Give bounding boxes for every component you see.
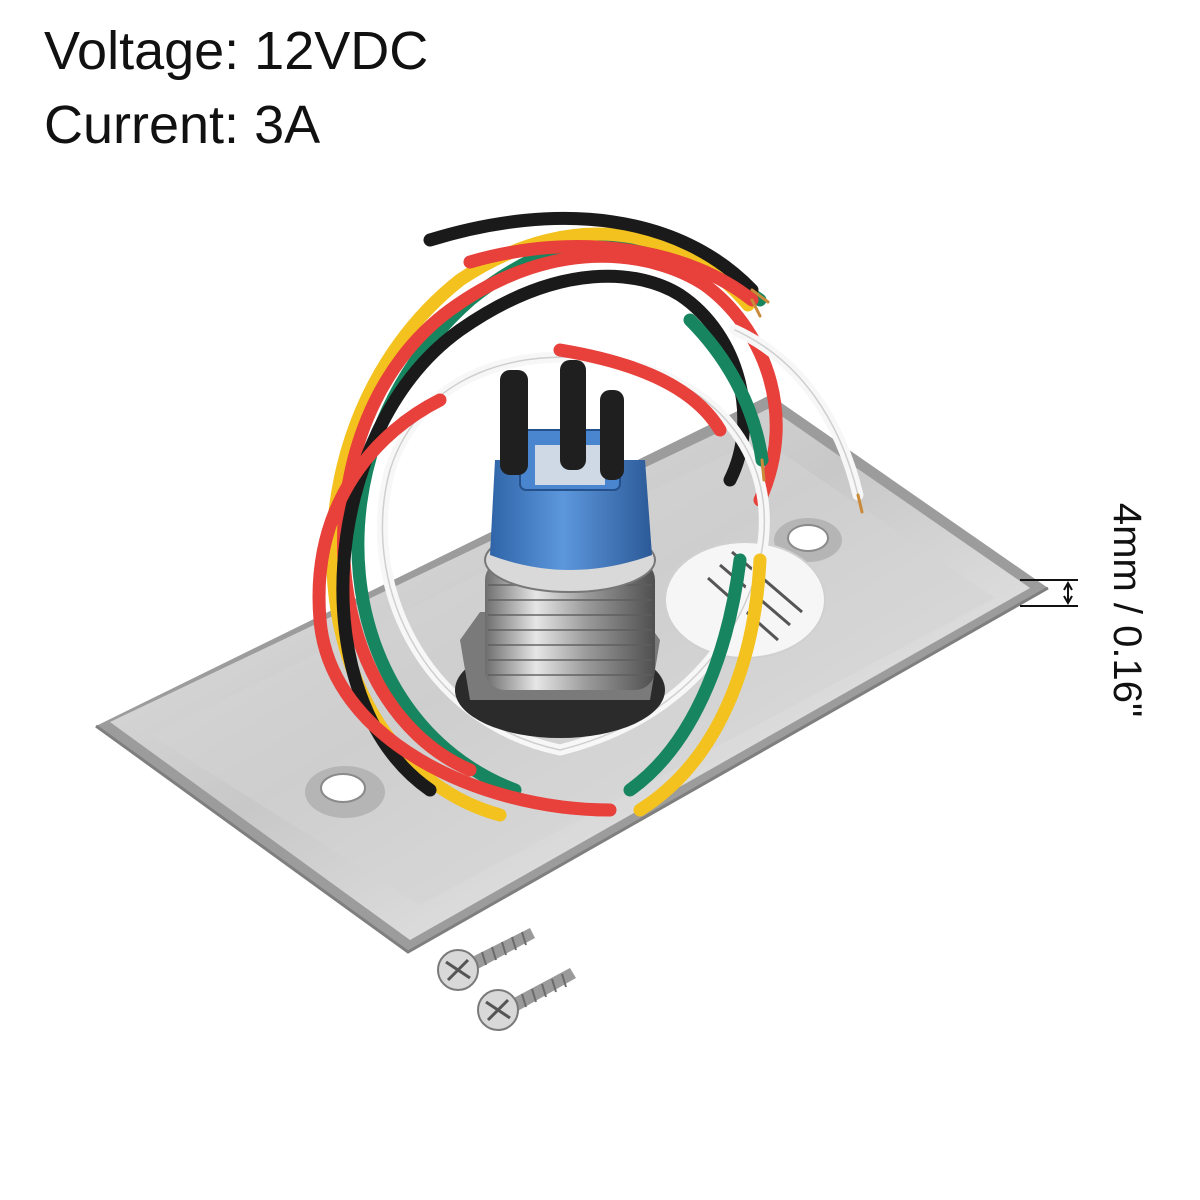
push-button-switch [455,429,665,738]
screw-2 [477,968,576,1031]
dimension-label: 4mm / 0.16" [1105,502,1149,718]
dimension-marker [1020,579,1078,607]
wire-bundle [312,211,864,822]
screw-1 [437,928,535,991]
spec-voltage: Voltage: 12VDC [44,21,429,81]
screw-hole-top [774,518,842,562]
terminal-sleeves [500,360,624,480]
screw-hole-bottom [305,766,385,818]
spec-current: Current: 3A [44,95,321,155]
wire-ends [750,288,864,514]
